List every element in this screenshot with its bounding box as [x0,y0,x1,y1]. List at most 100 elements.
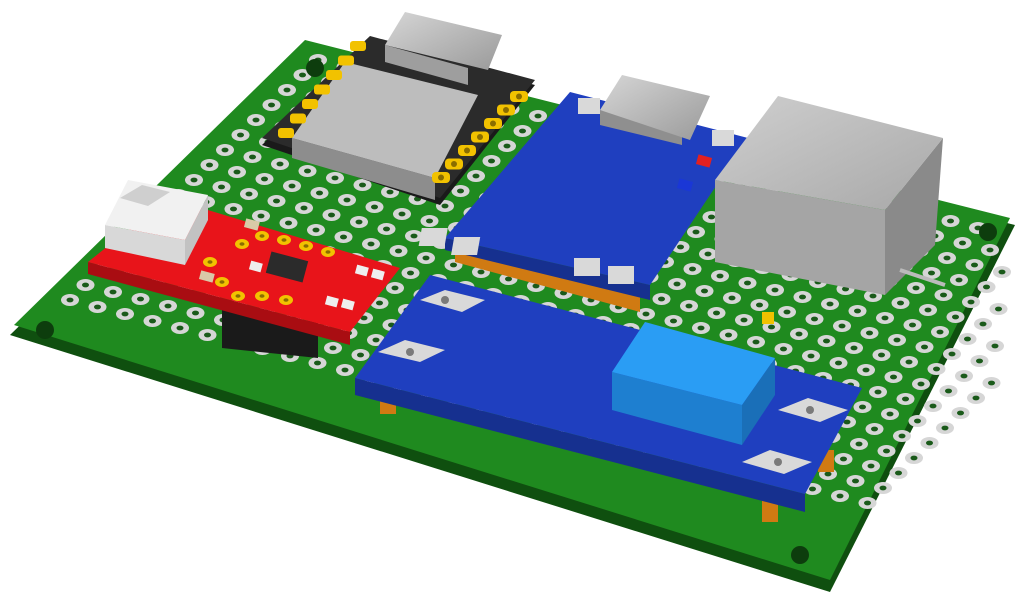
mcu-pin [314,84,330,95]
perfboard-hole [951,407,970,419]
mcu-pins-right [432,91,528,183]
perfboard-hole [362,238,380,250]
buck-pads [378,290,848,474]
perfboard-hole [862,460,880,472]
perfboard-hole [104,286,122,298]
perfboard-hole [936,422,954,434]
perfboard-hole [920,437,939,449]
mcu-pin [302,99,318,109]
perfboard-hole [934,289,953,301]
perfboard-hole [874,482,892,494]
jack-front [715,180,885,295]
perfboard-hole [307,224,325,236]
mcu-pin [290,113,306,124]
perfboard-hole [989,303,1008,315]
perfboard-hole [939,385,958,397]
perfboard-hole [922,267,941,279]
perfboard-hole [905,452,923,464]
mcu-pin [497,104,515,116]
perfboard-hole [186,307,205,319]
perfboard-hole [950,274,968,286]
perfboard-hole [943,348,961,360]
mcu-pin [432,172,450,183]
perfboard-hole [907,282,925,294]
jst-notch [120,185,170,206]
sensor-pads [203,231,335,305]
perfboard-hole [707,307,726,319]
perfboard-hole [802,350,820,362]
perfboard-hole [986,340,1004,352]
charger-pads [418,98,734,284]
perfboard-hole [869,386,887,398]
perfboard-hole [977,281,996,293]
perfboard-hole [699,248,717,260]
perfboard-hole [401,267,420,279]
perfboard-hole [350,216,368,228]
perfboard-hole [900,356,918,368]
perfboard-hole [88,301,107,313]
perfboard-hole [247,114,265,126]
perfboard-hole [829,357,848,369]
mount-hole-2 [979,223,997,241]
perfboard-hole [711,270,729,282]
perfboard-hole [252,210,270,222]
perfboard-hole [982,377,1001,389]
buck-pcb-side [355,378,805,512]
mcu-pins-left [278,41,366,138]
sensor-pad [203,257,217,267]
perfboard-hole [310,187,329,199]
perfboard-hole [336,364,354,376]
perfboard-hole [198,329,217,341]
charger-usb-c-side [600,110,682,145]
perfboard-hole [927,363,946,375]
sensor-pad [235,239,249,249]
sensor-pad [255,231,269,241]
perfboard-hole [271,158,289,170]
perfboard-hole [255,173,274,185]
buck-standoff [762,500,778,522]
perfboard-hole [931,326,949,338]
perfboard-hole [324,342,342,354]
sensor-pad [231,291,245,301]
perfboard-hole [846,475,865,487]
perfboard-hole [941,215,960,227]
usb-c-charger-module [418,75,748,312]
perfboard-hole [200,159,219,171]
perfboard-hole [393,208,411,220]
jack-side [885,138,943,295]
jack-pin [899,268,946,287]
perfboard-hole [912,378,930,390]
buck-converter-module [355,275,862,522]
perfboard-hole [938,252,956,264]
led-blue-icon [676,178,694,192]
perfboard-hole [919,304,937,316]
perfboard-hole [955,370,973,382]
trimpot-front [612,372,742,445]
mcu-shield-side [292,138,435,200]
perfboard-hole [279,217,298,229]
led-red-icon [695,154,713,168]
perfboard-hole [262,99,281,111]
mcu-pin [510,91,528,102]
perfboard-hole [881,408,899,420]
sensor-pad [255,291,269,301]
perfboard-hole [216,144,234,156]
perfboard-hole [228,166,246,178]
perfboard-hole [116,308,134,320]
mount-hole-3 [36,321,54,339]
perfboard-hole [888,334,906,346]
perfboard-hole [664,315,683,327]
mcu-pin [484,118,502,129]
perfboard-hole [967,392,985,404]
perfboard-hole [884,371,903,383]
perfboard-hole [131,293,150,305]
perfboard-hole [965,259,984,271]
perfboard-hole [857,364,875,376]
mcu-shield-top [292,62,478,178]
perfboard-hole [853,401,872,413]
perfboard-hole [482,155,501,167]
perfboard-hole [958,333,977,345]
perfboard-hole [850,438,868,450]
perfboard-hole [338,194,356,206]
